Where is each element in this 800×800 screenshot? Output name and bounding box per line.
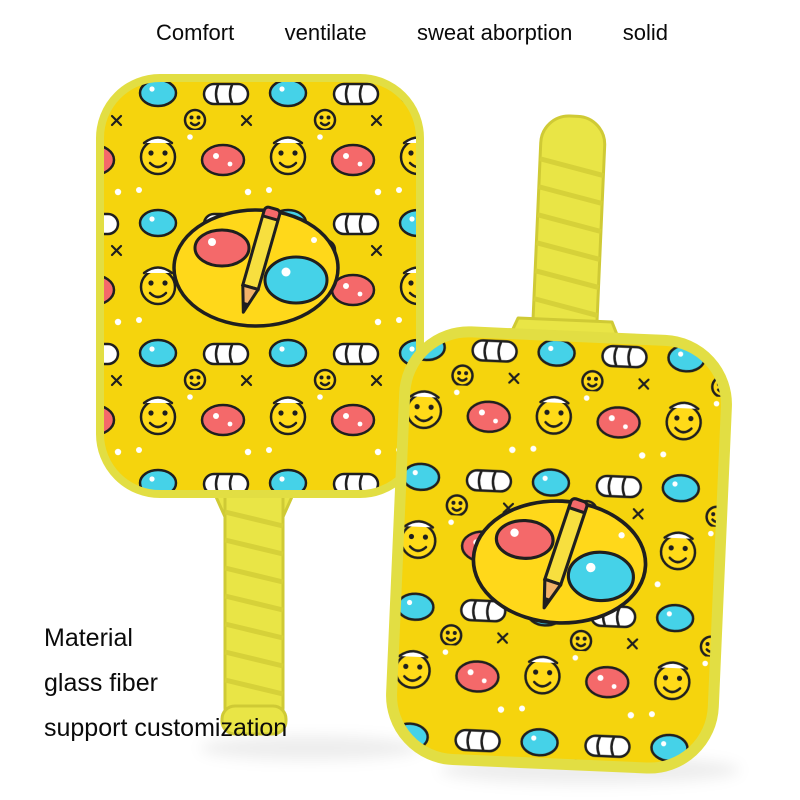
paddle-back-handle [531, 114, 607, 360]
feature-item-sweat-absorption: sweat aborption [417, 20, 573, 45]
spec-line-glass-fiber: glass fiber [44, 669, 158, 697]
feature-item-ventilate: ventilate [284, 20, 367, 45]
paddle-back [386, 114, 732, 774]
paddle-front [96, 74, 424, 736]
spec-line-support-customization: support customization [44, 714, 288, 742]
feature-list: Comfort ventilate sweat aborption solid [156, 20, 668, 46]
feature-item-comfort: Comfort [156, 20, 235, 45]
material-spec-block: Material glass fiber support customizati… [44, 616, 287, 751]
feature-item-solid: solid [622, 20, 668, 45]
paddle-front-handle [220, 460, 288, 736]
spec-line-material: Material [44, 624, 133, 652]
